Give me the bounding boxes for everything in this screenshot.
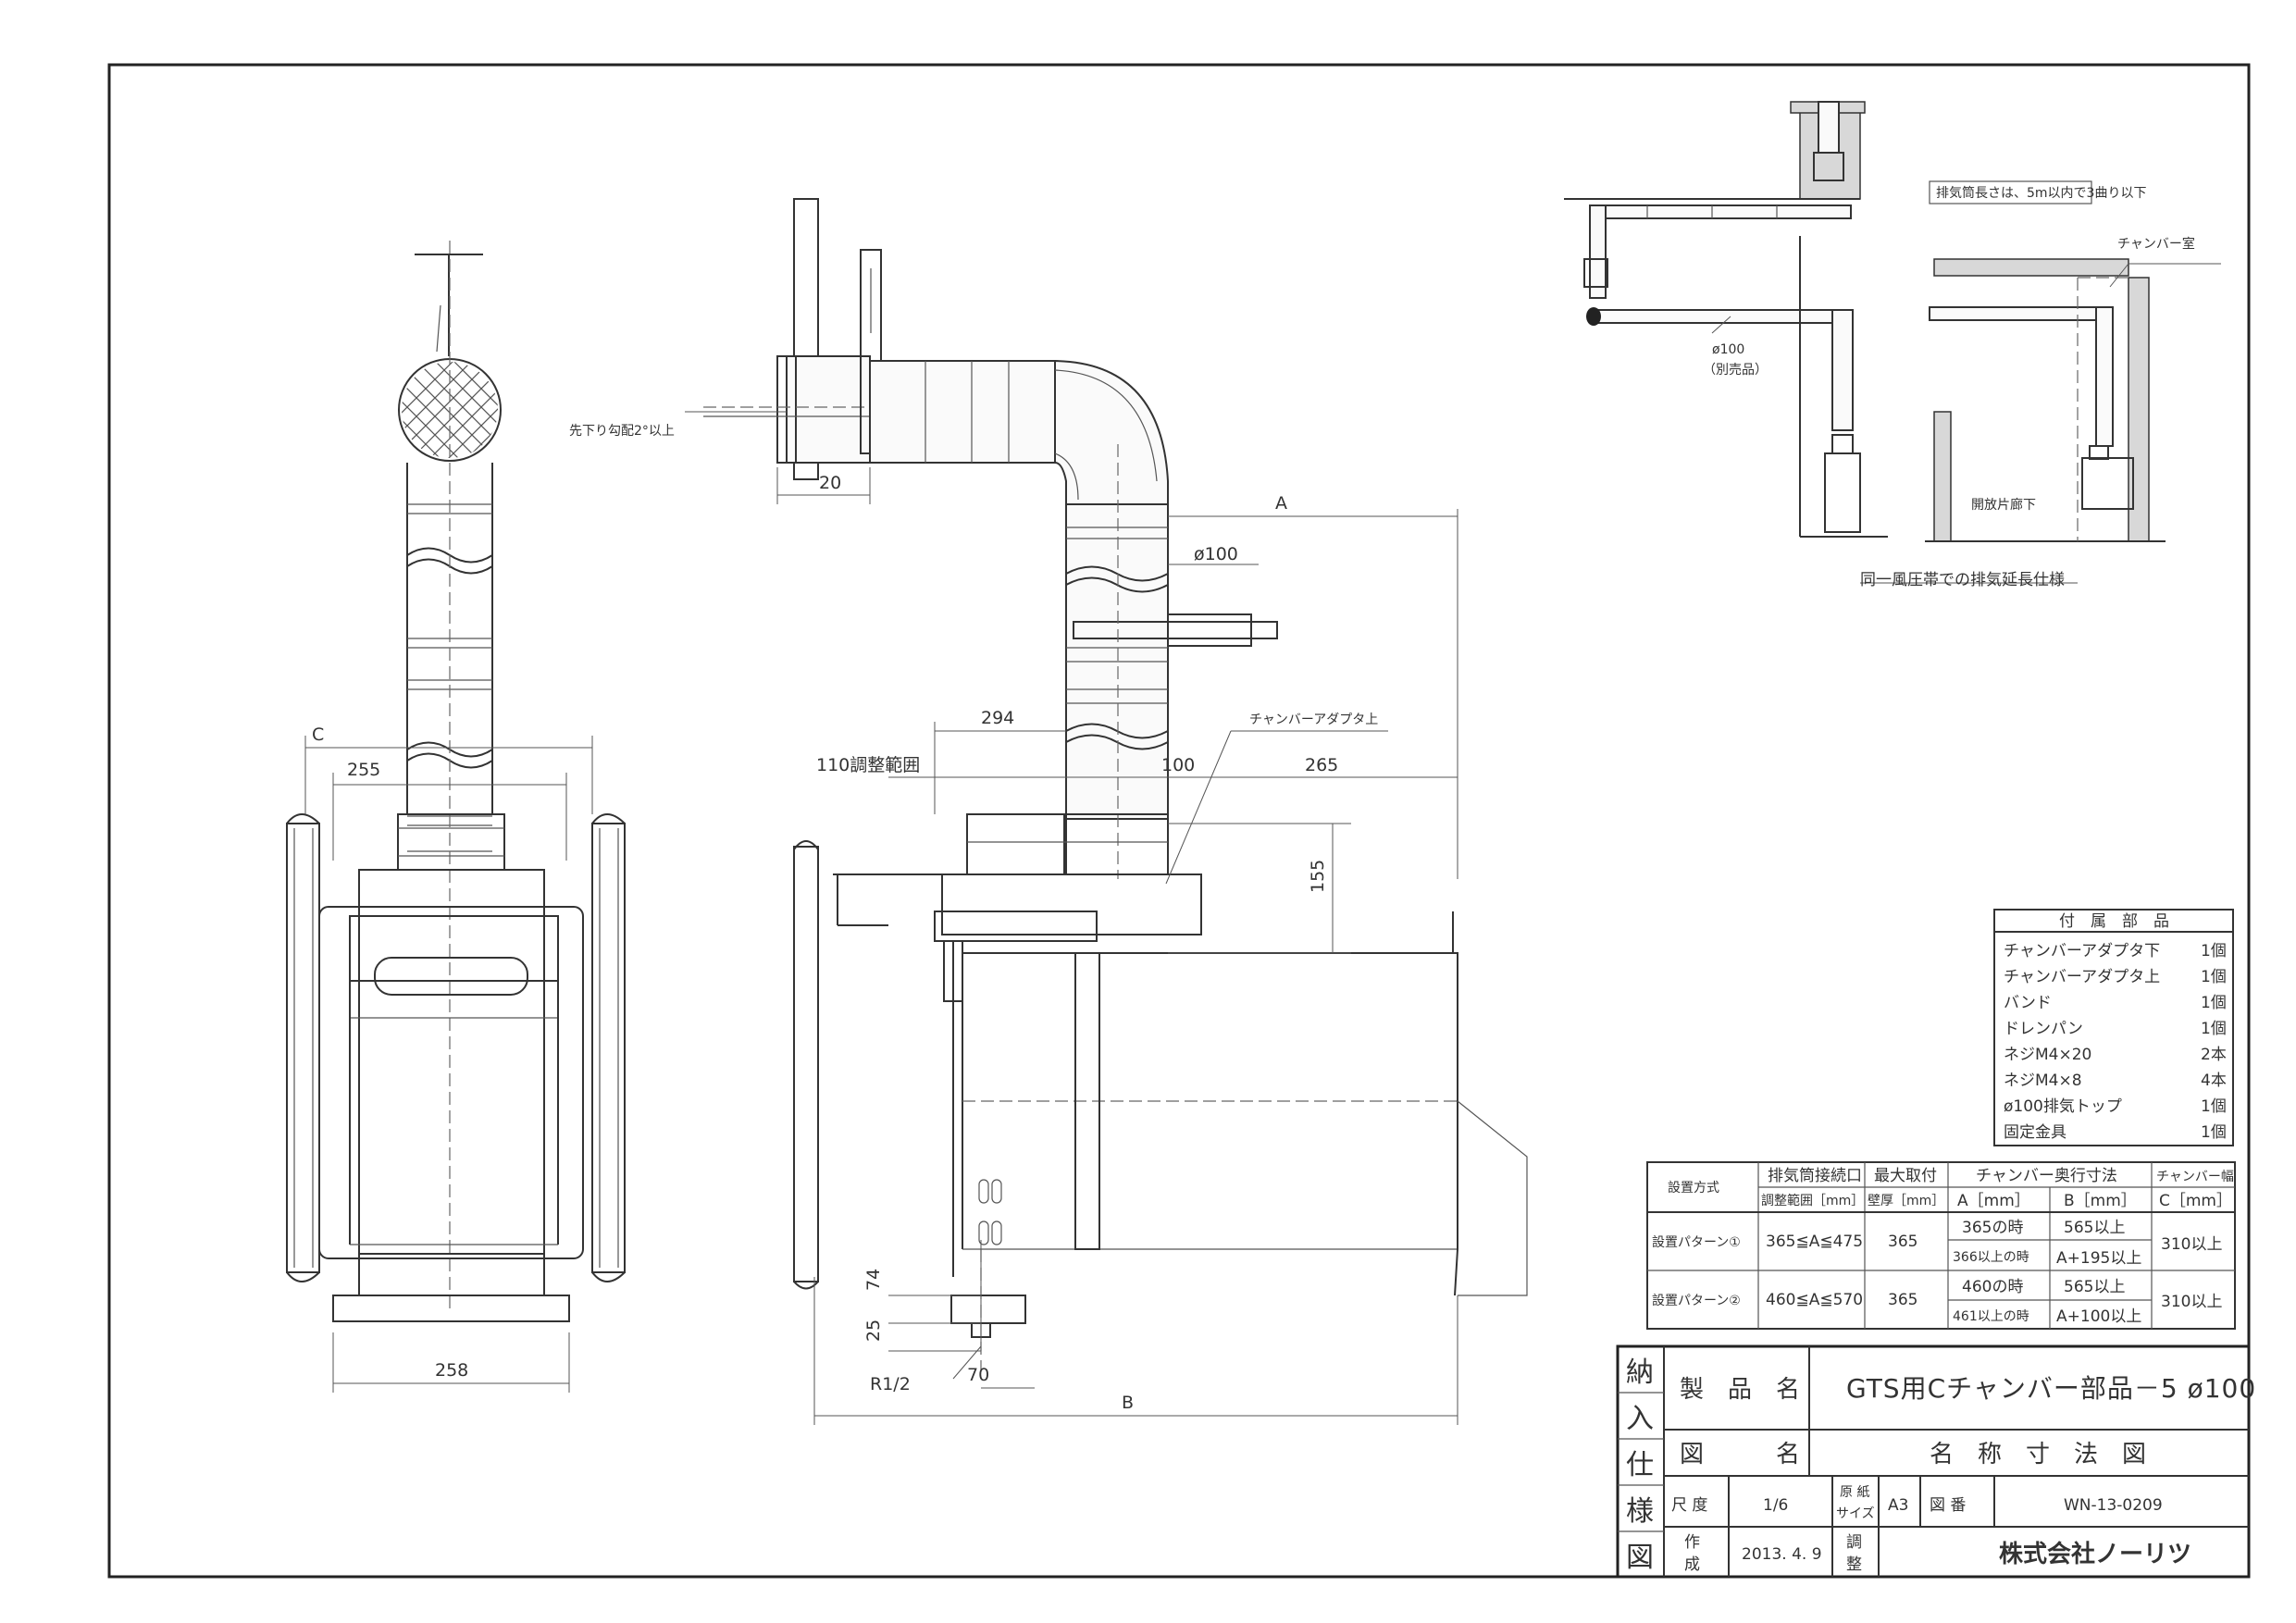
parts-row: ø100排気トップ	[2004, 1097, 2122, 1116]
drawing-name: 名 称 寸 法 図	[1930, 1441, 2146, 1468]
side-view	[685, 198, 1528, 1425]
parts-row: ネジM4×20	[2004, 1046, 2091, 1064]
parts-qty: 1個	[2201, 1097, 2227, 1116]
dim-258: 258	[435, 1360, 468, 1381]
spec-h-conn: 排気筒接続口	[1768, 1167, 1862, 1185]
annotation-corridor: 開放片廊下	[1971, 497, 2036, 513]
install-diagram	[1564, 101, 2221, 584]
parts-row: ドレンパン	[2004, 1020, 2083, 1038]
spec-p1-name: 設置パターン①	[1652, 1235, 1741, 1250]
paper-value: A3	[1888, 1496, 1908, 1515]
adjust-label-1: 調	[1846, 1533, 1862, 1552]
spec-h-max: 最大取付	[1874, 1167, 1937, 1185]
diagram-caption: 同一風圧帯での排気延長仕様	[1860, 571, 2065, 589]
spec-p1-b1: 565以上	[2064, 1219, 2125, 1237]
parts-row: チャンバーアダプタ上	[2004, 968, 2160, 986]
spec-table-grid	[1646, 1161, 2236, 1330]
dim-C: C	[312, 725, 324, 745]
dim-255: 255	[347, 760, 380, 780]
spec-h-width: チャンバー幅	[2156, 1170, 2234, 1184]
spec-h-max-sub: 壁厚［mm］	[1868, 1194, 1944, 1208]
spec-h-method: 設置方式	[1668, 1181, 1719, 1196]
spec-p1-a2: 366以上の時	[1953, 1250, 2029, 1265]
title-vertical: 様	[1626, 1495, 1654, 1528]
parts-row: チャンバーアダプタ下	[2004, 942, 2160, 960]
dim-155: 155	[1308, 860, 1328, 893]
parts-row: バンド	[2004, 994, 2052, 1012]
parts-qty: 1個	[2201, 994, 2227, 1012]
parts-row: 固定金具	[2004, 1123, 2066, 1142]
title-vertical: 仕	[1626, 1449, 1654, 1481]
dim-25: 25	[863, 1319, 884, 1342]
dim-R1-2: R1/2	[870, 1374, 911, 1394]
spec-p1-range: 365≦A≦475	[1766, 1233, 1863, 1251]
spec-p2-a1: 460の時	[1962, 1278, 2023, 1296]
spec-h-depth: チャンバー奥行寸法	[1976, 1167, 2117, 1185]
spec-p2-wall: 365	[1888, 1291, 1917, 1309]
spec-p1-b2: A+195以上	[2056, 1249, 2141, 1268]
annotation-slope: 先下り勾配2°以上	[569, 424, 675, 439]
parts-qty: 1個	[2201, 1020, 2227, 1038]
dim-100-dia: ø100	[1194, 544, 1238, 564]
parts-row: ネジM4×8	[2004, 1072, 2082, 1090]
spec-h-conn-sub: 調整範囲［mm］	[1761, 1193, 1864, 1208]
dim-70: 70	[967, 1365, 989, 1385]
title-vertical: 入	[1626, 1403, 1654, 1435]
parts-qty: 1個	[2201, 942, 2227, 960]
annotation-sold-separately: （別売品）	[1703, 363, 1768, 378]
annotation-chamber-adapter-upper: チャンバーアダプタ上	[1249, 712, 1378, 727]
scale-value: 1/6	[1763, 1496, 1788, 1515]
dim-265: 265	[1305, 755, 1338, 775]
spec-p1-c: 310以上	[2161, 1235, 2222, 1254]
drawing-label: 図 名	[1680, 1441, 1800, 1468]
parts-qty: 2本	[2201, 1046, 2227, 1064]
title-vertical: 図	[1626, 1542, 1654, 1574]
scale-label: 尺 度	[1671, 1496, 1707, 1515]
adjust-label-2: 整	[1846, 1555, 1862, 1574]
spec-p1-a1: 365の時	[1962, 1219, 2023, 1237]
spec-p2-range: 460≦A≦570	[1766, 1291, 1863, 1309]
made-label-1: 作	[1684, 1533, 1700, 1552]
dim-A: A	[1275, 493, 1287, 514]
paper-label-1: 原 紙	[1840, 1485, 1869, 1500]
spec-p2-name: 設置パターン②	[1652, 1294, 1741, 1308]
made-date: 2013. 4. 9	[1742, 1545, 1822, 1564]
front-view	[286, 241, 626, 1393]
drawing-number: WN-13-0209	[2064, 1496, 2163, 1515]
product-name: GTS用Cチャンバー部品－5 ø100	[1846, 1373, 2256, 1404]
spec-p2-b2: A+100以上	[2056, 1307, 2141, 1326]
dim-74: 74	[863, 1269, 884, 1291]
paper-label-2: サイズ	[1836, 1506, 1875, 1521]
dim-B: B	[1122, 1393, 1134, 1413]
spec-h-a: A［mm］	[1957, 1192, 2030, 1210]
product-label: 製 品 名	[1680, 1376, 1800, 1404]
spec-p2-a2: 461以上の時	[1953, 1309, 2029, 1324]
spec-p2-c: 310以上	[2161, 1293, 2222, 1311]
spec-p1-wall: 365	[1888, 1233, 1917, 1251]
number-label: 図 番	[1930, 1496, 1966, 1515]
dim-20: 20	[819, 473, 841, 493]
parts-table-title: 付 属 部 品	[2059, 912, 2169, 931]
spec-h-b: B［mm］	[2064, 1192, 2137, 1210]
annotation-exhaust-note: 排気筒長さは、5m以内で3曲り以下	[1936, 185, 2146, 201]
company-name: 株式会社ノーリツ	[1999, 1540, 2191, 1568]
dim-294: 294	[981, 708, 1014, 728]
title-block-grid	[1616, 1344, 2251, 1579]
parts-qty: 1個	[2201, 968, 2227, 986]
spec-h-c: C［mm］	[2159, 1192, 2232, 1210]
sheet-border	[107, 63, 2251, 1579]
dim-110-range: 110調整範囲	[816, 755, 920, 775]
annotation-chamber-room: チャンバー室	[2117, 236, 2195, 252]
dim-100: 100	[1161, 755, 1195, 775]
parts-table-grid	[1993, 909, 2234, 1146]
annotation-pipe-dia: ø100	[1712, 342, 1744, 357]
spec-p2-b1: 565以上	[2064, 1278, 2125, 1296]
made-label-2: 成	[1684, 1555, 1700, 1574]
parts-qty: 1個	[2201, 1123, 2227, 1142]
parts-qty: 4本	[2201, 1072, 2227, 1090]
title-vertical: 納	[1626, 1357, 1654, 1389]
